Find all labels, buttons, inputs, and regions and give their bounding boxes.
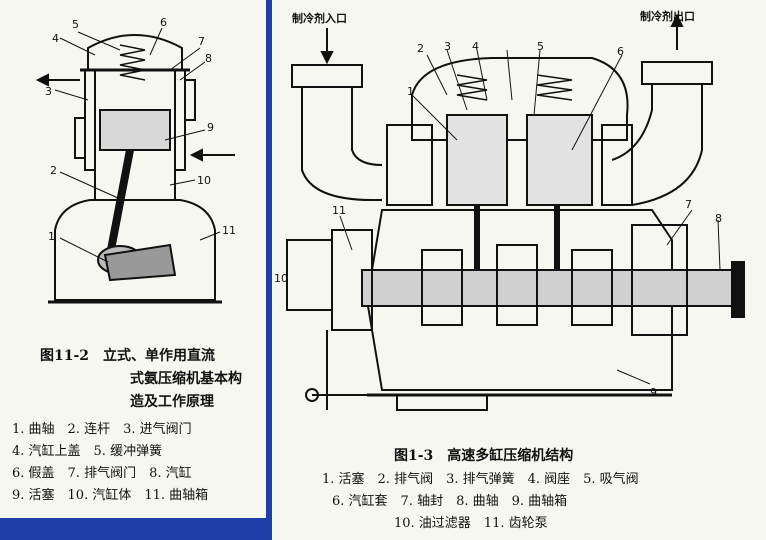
right-legend-line-2: 6. 汽缸套 7. 轴封 8. 曲轴 9. 曲轴箱 (332, 494, 568, 509)
right-caption-title: 图1-3 高速多缸压缩机结构 (394, 448, 574, 464)
left-legend-line-1: 1. 曲轴 2. 连杆 3. 进气阀门 (12, 422, 192, 437)
refrigerant-outlet-label: 制冷剂出口 (640, 10, 695, 23)
callout-6: 6 (160, 16, 167, 29)
refrigerant-inlet-label: 制冷剂入口 (292, 12, 347, 25)
left-figure-panel: 5 4 6 7 8 3 9 10 2 1 11 图11-2 立式、单作用直流 式… (0, 0, 266, 518)
right-figure-panel: 制冷剂入口 制冷剂出口 (272, 0, 766, 540)
callout-3: 3 (45, 85, 52, 98)
left-caption-line-2: 式氨压缩机基本构 (130, 371, 242, 387)
r-callout-9: 9 (650, 386, 657, 399)
multi-cylinder-compressor-diagram: 2 1 3 4 5 6 7 8 9 10 11 (274, 13, 745, 411)
r-callout-8: 8 (715, 212, 722, 225)
left-legend-line-2: 4. 汽缸上盖 5. 缓冲弹簧 (12, 444, 163, 459)
callout-10: 10 (197, 174, 211, 187)
left-caption-line-3: 造及工作原理 (130, 394, 214, 410)
callout-7: 7 (198, 35, 205, 48)
right-legend-line-3: 10. 油过滤器 11. 齿轮泵 (394, 516, 548, 531)
vertical-compressor-diagram: 5 4 6 7 8 3 9 10 2 1 11 (35, 16, 236, 304)
callout-4: 4 (52, 32, 59, 45)
r-callout-4: 4 (472, 40, 479, 53)
left-caption-line-1: 图11-2 立式、单作用直流 (40, 348, 216, 364)
left-legend-line-3: 6. 假盖 7. 排气阀门 8. 汽缸 (12, 466, 192, 481)
callout-1: 1 (48, 230, 55, 243)
callout-5: 5 (72, 18, 79, 31)
r-callout-1: 1 (407, 85, 414, 98)
r-callout-3: 3 (444, 40, 451, 53)
r-callout-11: 11 (332, 204, 346, 217)
callout-8: 8 (205, 52, 212, 65)
right-legend-line-1: 1. 活塞 2. 排气阀 3. 排气弹簧 4. 阀座 5. 吸气阀 (322, 472, 639, 487)
r-callout-6: 6 (617, 45, 624, 58)
callout-9: 9 (207, 121, 214, 134)
left-legend-line-4: 9. 活塞 10. 汽缸体 11. 曲轴箱 (12, 488, 209, 503)
callout-2: 2 (50, 164, 57, 177)
r-callout-2: 2 (417, 42, 424, 55)
r-callout-5: 5 (537, 40, 544, 53)
callout-11: 11 (222, 224, 236, 237)
r-callout-10: 10 (274, 272, 288, 285)
r-callout-7: 7 (685, 198, 692, 211)
